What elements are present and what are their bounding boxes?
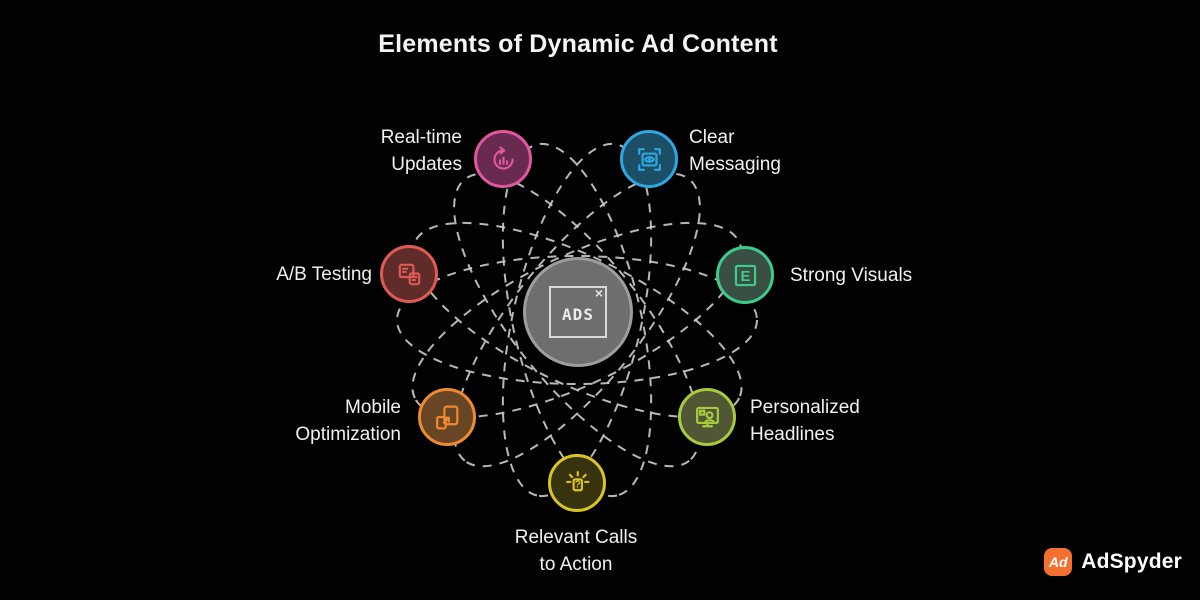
node-label-ab-testing: A/B Testing (276, 264, 372, 285)
realtime-refresh-icon (492, 145, 514, 170)
eye-scan-icon (637, 147, 661, 171)
node-ab-testing (380, 245, 438, 303)
node-label-real-time-updates: Real-time Updates (380, 127, 462, 175)
devices-sync-icon (435, 405, 458, 429)
idea-cta-icon: ? (565, 470, 589, 491)
node-strong-visuals: E (716, 246, 774, 304)
node-mobile-optimization (418, 388, 476, 446)
adspyder-brand-name: AdSpyder (1081, 550, 1182, 573)
hub-label: ADS (562, 305, 594, 324)
svg-text:E: E (740, 268, 750, 284)
node-label-strong-visuals: Strong Visuals (790, 265, 913, 286)
letter-e-frame-icon: E (734, 264, 756, 286)
svg-text:?: ? (574, 479, 580, 490)
node-label-mobile-optimization: Mobile Optimization (295, 397, 401, 445)
center-hub: × ADS (523, 257, 633, 367)
ad-window: × ADS (549, 286, 607, 338)
node-relevant-calls-to-action: ? (548, 454, 606, 512)
node-personalized-headlines (678, 388, 736, 446)
ab-variants-icon (398, 263, 420, 285)
adspyder-logo-icon: Ad (1044, 548, 1073, 576)
node-label-personalized-headlines: Personalized Headlines (750, 397, 860, 445)
monitor-person-icon (695, 406, 719, 427)
node-label-relevant-calls-to-action: Relevant Calls to Action (514, 527, 638, 575)
adspyder-logo: Ad AdSpyder (1044, 548, 1182, 576)
close-icon: × (594, 285, 603, 301)
adspyder-monogram: Ad (1048, 554, 1068, 570)
node-clear-messaging (620, 130, 678, 188)
node-label-clear-messaging: Clear Messaging (689, 127, 781, 175)
node-real-time-updates (474, 130, 532, 188)
page-title: Elements of Dynamic Ad Content (378, 30, 778, 58)
